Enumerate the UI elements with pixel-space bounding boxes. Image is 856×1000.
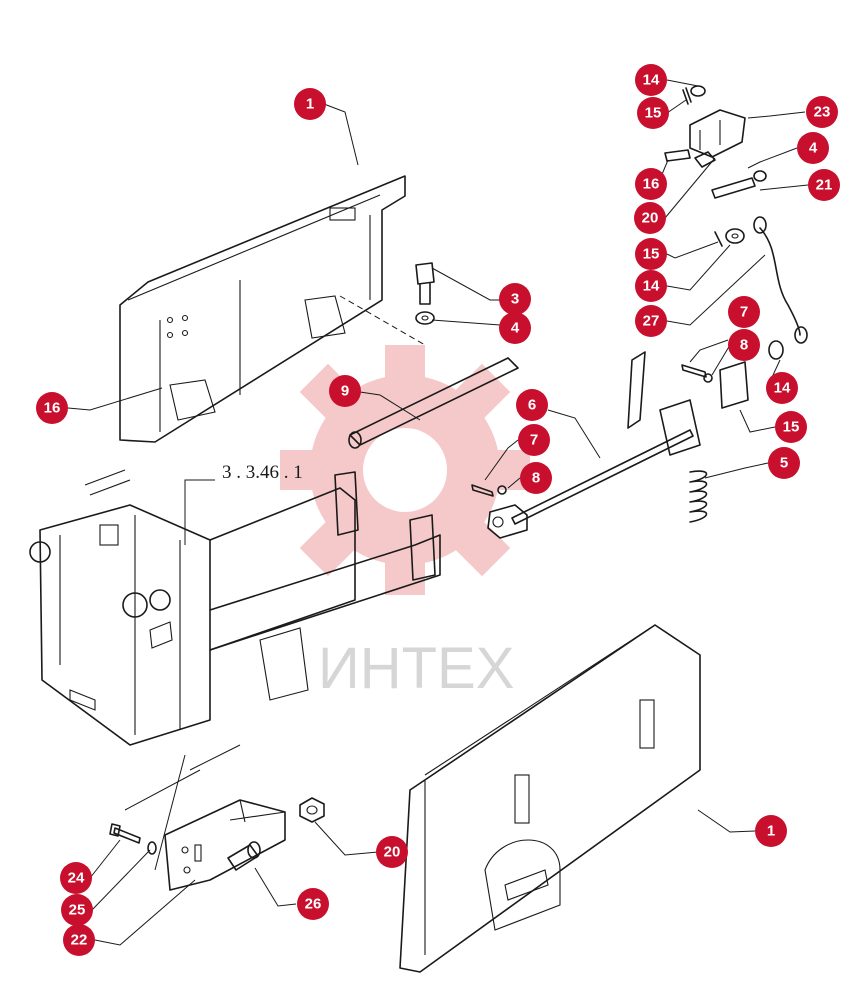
svg-text:7: 7 (530, 432, 538, 449)
bolt-21 (711, 177, 756, 199)
bolt-3 (415, 262, 435, 305)
callout-21[interactable]: 21 (808, 169, 840, 201)
svg-text:14: 14 (643, 278, 660, 295)
bolt-16-right (664, 149, 691, 162)
callout-7-lower[interactable]: 7 (518, 424, 550, 456)
svg-text:8: 8 (532, 470, 540, 487)
watermark-text: ИНТЕХ (318, 636, 514, 701)
lock-pin-6 (487, 351, 701, 539)
washer-14-right (768, 340, 784, 360)
callout-16-right[interactable]: 16 (635, 168, 667, 200)
svg-text:15: 15 (643, 246, 660, 263)
callout-6[interactable]: 6 (516, 389, 548, 421)
callout-7-upper[interactable]: 7 (728, 296, 760, 328)
cotter-15-top (682, 87, 692, 105)
callout-24[interactable]: 24 (60, 862, 92, 894)
svg-text:5: 5 (780, 455, 788, 472)
svg-text:20: 20 (384, 844, 401, 861)
callout-14-right[interactable]: 14 (766, 372, 798, 404)
callout-15-right[interactable]: 15 (775, 411, 807, 443)
svg-text:24: 24 (68, 870, 85, 887)
washer-4 (415, 311, 435, 325)
callout-8-lower[interactable]: 8 (520, 462, 552, 494)
cable-27 (753, 216, 808, 344)
svg-text:26: 26 (305, 896, 322, 913)
callout-5[interactable]: 5 (768, 447, 800, 479)
watermark: ИНТЕХ (280, 345, 530, 701)
svg-text:7: 7 (740, 304, 748, 321)
callout-27[interactable]: 27 (635, 305, 667, 337)
svg-text:25: 25 (69, 902, 86, 919)
mounting-plate-lower (399, 624, 701, 973)
callout-4-right[interactable]: 4 (797, 132, 829, 164)
svg-text:4: 4 (511, 320, 520, 337)
svg-text:1: 1 (767, 823, 775, 840)
svg-text:27: 27 (643, 313, 660, 330)
svg-text:6: 6 (528, 397, 536, 414)
callout-14-mid[interactable]: 14 (635, 270, 667, 302)
svg-text:15: 15 (645, 105, 662, 122)
svg-text:14: 14 (774, 380, 791, 397)
callout-20-bottom[interactable]: 20 (376, 836, 408, 868)
svg-text:21: 21 (816, 177, 833, 194)
latch-bracket-23 (689, 109, 746, 158)
bolt-24 (109, 823, 141, 844)
nut-20-bottom (299, 797, 325, 823)
leader-lines (67, 79, 809, 946)
cross-reference-text: 3 . 3.46 . 1 (222, 462, 303, 483)
svg-text:16: 16 (643, 176, 660, 193)
washer-4-right (753, 170, 767, 182)
callout-15-mid[interactable]: 15 (635, 238, 667, 270)
svg-text:1: 1 (306, 96, 314, 113)
callout-15-top[interactable]: 15 (637, 97, 669, 129)
svg-text:3: 3 (511, 291, 519, 308)
nut-8-upper (703, 373, 713, 383)
bracket-22 (164, 799, 286, 891)
callout-1-top[interactable]: 1 (294, 88, 326, 120)
svg-text:9: 9 (341, 383, 349, 400)
screw-7-upper (681, 364, 707, 378)
callout-14-top[interactable]: 14 (635, 64, 667, 96)
svg-text:22: 22 (71, 932, 88, 949)
svg-text:23: 23 (814, 104, 831, 121)
svg-text:20: 20 (642, 210, 659, 227)
svg-text:14: 14 (643, 72, 660, 89)
washer-14-mid (725, 228, 745, 244)
nut-8-lower (497, 485, 507, 495)
pin-26 (227, 841, 261, 871)
mounting-plate-upper (119, 175, 406, 443)
callout-1-bottom[interactable]: 1 (755, 815, 787, 847)
callout-3[interactable]: 3 (499, 283, 531, 315)
screw-7-lower (471, 484, 494, 497)
spring-5 (689, 470, 708, 523)
callout-23[interactable]: 23 (806, 96, 838, 128)
callout-22[interactable]: 22 (63, 924, 95, 956)
callouts: 1 3 4 16 9 6 7 8 14 15 23 4 16 21 20 15 … (36, 64, 840, 956)
cotter-15-mid (714, 231, 723, 247)
pin-housing (719, 361, 749, 409)
svg-text:8: 8 (740, 337, 748, 354)
callout-4-left[interactable]: 4 (499, 312, 531, 344)
svg-text:15: 15 (783, 419, 800, 436)
svg-text:4: 4 (809, 140, 818, 157)
callout-26[interactable]: 26 (297, 888, 329, 920)
attachment-frame (29, 469, 441, 746)
callout-20-top[interactable]: 20 (634, 202, 666, 234)
svg-text:16: 16 (44, 400, 61, 417)
callout-16-left[interactable]: 16 (36, 392, 68, 424)
callout-9[interactable]: 9 (329, 375, 361, 407)
callout-25[interactable]: 25 (61, 894, 93, 926)
callout-8-upper[interactable]: 8 (728, 329, 760, 361)
guide-rod-9 (348, 357, 519, 449)
nut-20-top (694, 151, 716, 168)
washer-25 (147, 841, 157, 855)
washer-14-top (690, 85, 706, 97)
